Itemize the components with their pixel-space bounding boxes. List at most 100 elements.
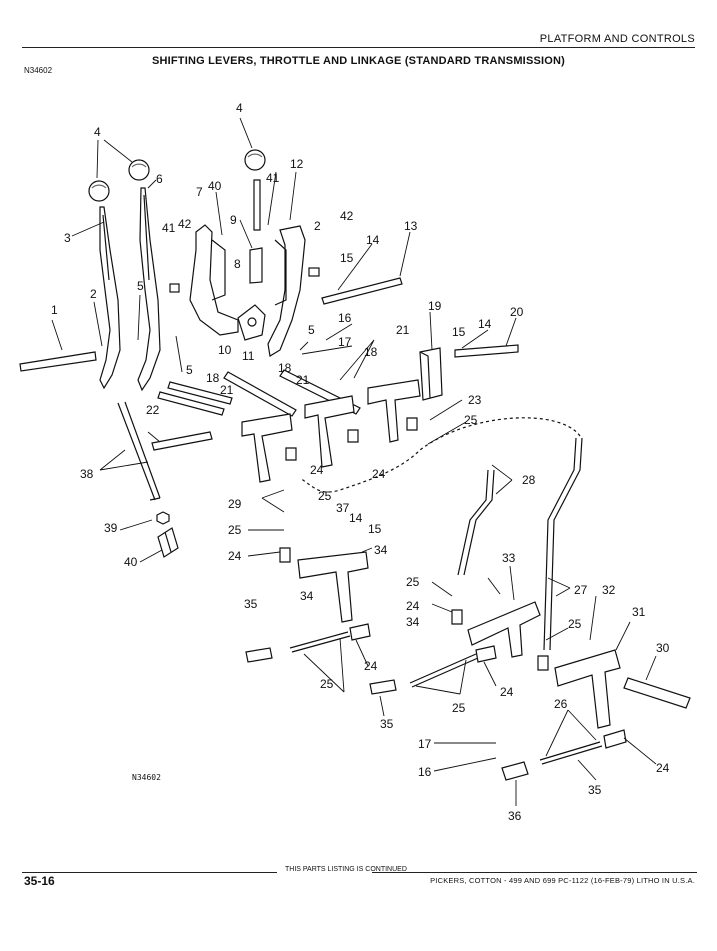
rod-37 [117, 401, 161, 501]
callout: 16 [418, 765, 432, 779]
callout: 25 [568, 617, 582, 631]
callout: 19 [428, 299, 442, 313]
callout: 29 [228, 497, 242, 511]
callout: 25 [452, 701, 466, 715]
footer-rule-right [372, 872, 697, 873]
callout: 8 [234, 257, 241, 271]
callout: 41 [266, 171, 280, 185]
rod-26 [543, 437, 583, 651]
callout: 35 [380, 717, 394, 731]
callout: 24 [500, 685, 514, 699]
callout: 35 [244, 597, 258, 611]
footer-info: PICKERS, COTTON - 499 AND 699 PC-1122 (1… [430, 876, 695, 885]
footer-rule-left [22, 872, 277, 873]
callout: 37 [336, 501, 350, 515]
callout: 17 [418, 737, 432, 751]
arm-33 [297, 551, 369, 623]
rod-22 [151, 431, 213, 451]
callout: 21 [296, 373, 310, 387]
callout: 7 [196, 185, 203, 199]
callout: 5 [308, 323, 315, 337]
callout: 24 [372, 467, 386, 481]
continued-note: THIS PARTS LISTING IS CONTINUED [285, 866, 407, 873]
page-number: 35-16 [24, 874, 55, 888]
rod-27 [457, 469, 495, 576]
rod-13 [321, 277, 403, 305]
callout: 22 [146, 403, 160, 417]
callout: 24 [228, 549, 242, 563]
throttle-cable [299, 417, 581, 493]
leader-lines [51, 117, 657, 806]
callout: 25 [228, 523, 242, 537]
clevises-35 [245, 647, 529, 781]
swivels-24b [349, 623, 627, 749]
callout: 9 [230, 213, 237, 227]
callout: 24 [364, 659, 378, 673]
knob-right [244, 149, 266, 171]
callout: 13 [404, 219, 418, 233]
callout: 25 [464, 413, 478, 427]
callout: 35 [588, 783, 602, 797]
callout: 32 [602, 583, 616, 597]
rod-29 [623, 677, 691, 709]
callout: 39 [104, 521, 118, 535]
callout: 14 [478, 317, 492, 331]
callout: 21 [396, 323, 410, 337]
arm-32 [467, 601, 541, 658]
rod-1 [19, 351, 97, 372]
page-title: SHIFTING LEVERS, THROTTLE AND LINKAGE (S… [151, 55, 566, 67]
callout: 2 [90, 287, 97, 301]
header-rule [22, 47, 695, 48]
arm-21a [241, 413, 293, 483]
callout: 10 [218, 343, 232, 357]
callout: 34 [300, 589, 314, 603]
bracket-12 [267, 225, 306, 357]
callout: 5 [137, 279, 144, 293]
arm-21b [304, 395, 355, 468]
bracket-19 [419, 347, 443, 401]
callout: 23 [468, 393, 482, 407]
figure-id-bottom: N34602 [132, 773, 161, 782]
callout: 3 [64, 231, 71, 245]
pin-41 [169, 267, 320, 293]
callout: 4 [236, 101, 243, 115]
shift-lever-mid [137, 187, 161, 392]
callout: 30 [656, 641, 670, 655]
callout: 41 [162, 221, 176, 235]
callout: 18 [278, 361, 292, 375]
callout: 2 [314, 219, 321, 233]
callout: 18 [364, 345, 378, 359]
arm-21c [367, 379, 421, 443]
callout: 25 [318, 489, 332, 503]
callout: 17 [338, 335, 352, 349]
knob-left [88, 180, 110, 202]
callout: 38 [80, 467, 94, 481]
callout: 11 [242, 349, 255, 363]
callout: 12 [290, 157, 304, 171]
section-title: PLATFORM AND CONTROLS [539, 33, 695, 45]
callout: 34 [406, 615, 420, 629]
rod-9 [249, 179, 263, 284]
callout: 25 [320, 677, 334, 691]
callout: 15 [452, 325, 466, 339]
swivels-24 [279, 417, 549, 671]
figure-id-top: N34602 [24, 66, 53, 75]
callout: 24 [656, 761, 670, 775]
clevis-39 [157, 527, 179, 558]
callout: 24 [310, 463, 324, 477]
callout: 42 [178, 217, 192, 231]
callout: 42 [340, 209, 354, 223]
callout: 33 [502, 551, 516, 565]
bracket-7 [189, 224, 239, 336]
callout: 1 [51, 303, 58, 317]
callout: 28 [522, 473, 536, 487]
pivot-10 [237, 304, 266, 341]
callout: 16 [338, 311, 352, 325]
shift-lever-left [99, 206, 121, 390]
callout: 6 [156, 172, 163, 186]
rod-20 [454, 344, 519, 358]
callout: 25 [406, 575, 420, 589]
callout: 5 [186, 363, 193, 377]
arm-30 [554, 649, 621, 729]
